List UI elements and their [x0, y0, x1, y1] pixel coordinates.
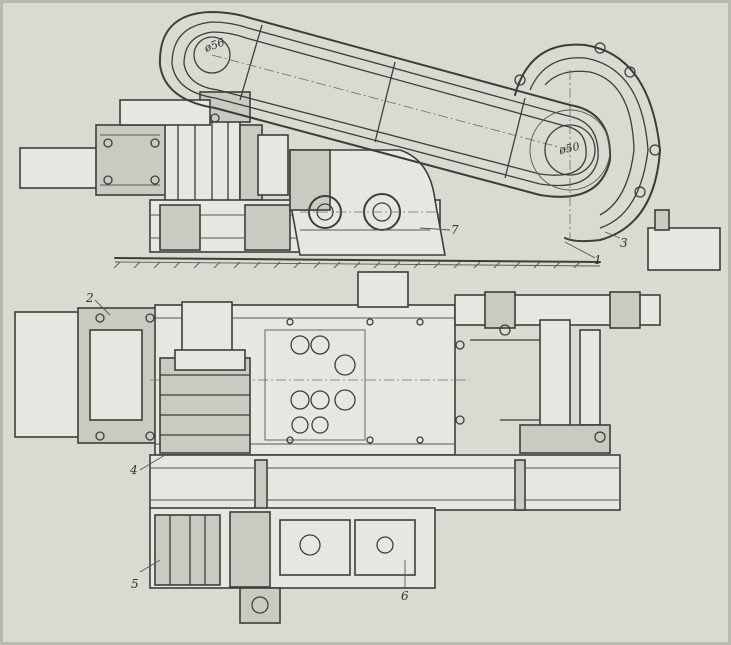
- small-housing: [357, 271, 409, 308]
- motor-end-plan: [14, 307, 159, 444]
- callout-7: 7: [451, 223, 459, 237]
- belt-guard: [158, 11, 612, 198]
- callout-2: 2: [85, 291, 94, 305]
- electric-motor: [164, 117, 289, 207]
- motor-plan: [159, 301, 251, 454]
- outfeed-block: [647, 209, 721, 271]
- diameter-label-mid: ø50: [557, 140, 581, 157]
- callout-3: 3: [620, 236, 628, 250]
- saw-disc-guard: [514, 42, 661, 243]
- side-elevation-view: [19, 11, 721, 271]
- frame-bolts: [286, 318, 465, 444]
- callout-4: 4: [129, 463, 138, 477]
- callout-6: 6: [401, 589, 409, 603]
- lower-beam: [149, 454, 621, 511]
- feed-mechanism-plan: [454, 291, 661, 454]
- callout-1: 1: [594, 253, 602, 267]
- callout-5: 5: [131, 577, 139, 591]
- lower-drive-housing: [149, 507, 436, 624]
- plan-view: [14, 271, 661, 624]
- gearbox-side: [289, 149, 446, 256]
- gear-cluster-plan: [264, 329, 366, 441]
- motor-shaft-housing: [19, 124, 167, 196]
